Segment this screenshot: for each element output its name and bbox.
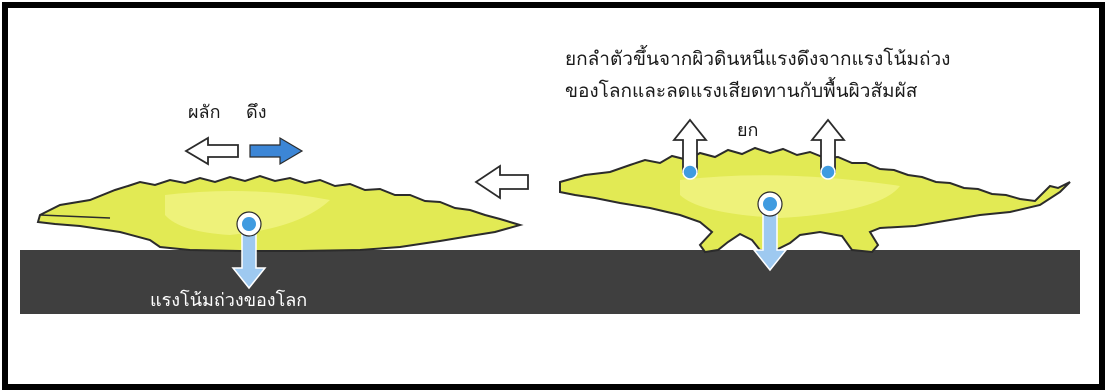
caption-line-2: ของโลกและลดแรงเสียดทานกับพื้นผิวสัมผัส — [565, 82, 917, 101]
lift-label: ยก — [737, 122, 758, 140]
caption-line-1: ยกลำตัวขึ้นจากผิวดินหนีแรงดึงจากแรงโน้มถ… — [565, 50, 950, 69]
gravity-label: แรงโน้มถ่วงของโลก — [150, 292, 307, 310]
push-label: ผลัก — [188, 104, 220, 122]
pull-label: ดึง — [246, 104, 266, 122]
